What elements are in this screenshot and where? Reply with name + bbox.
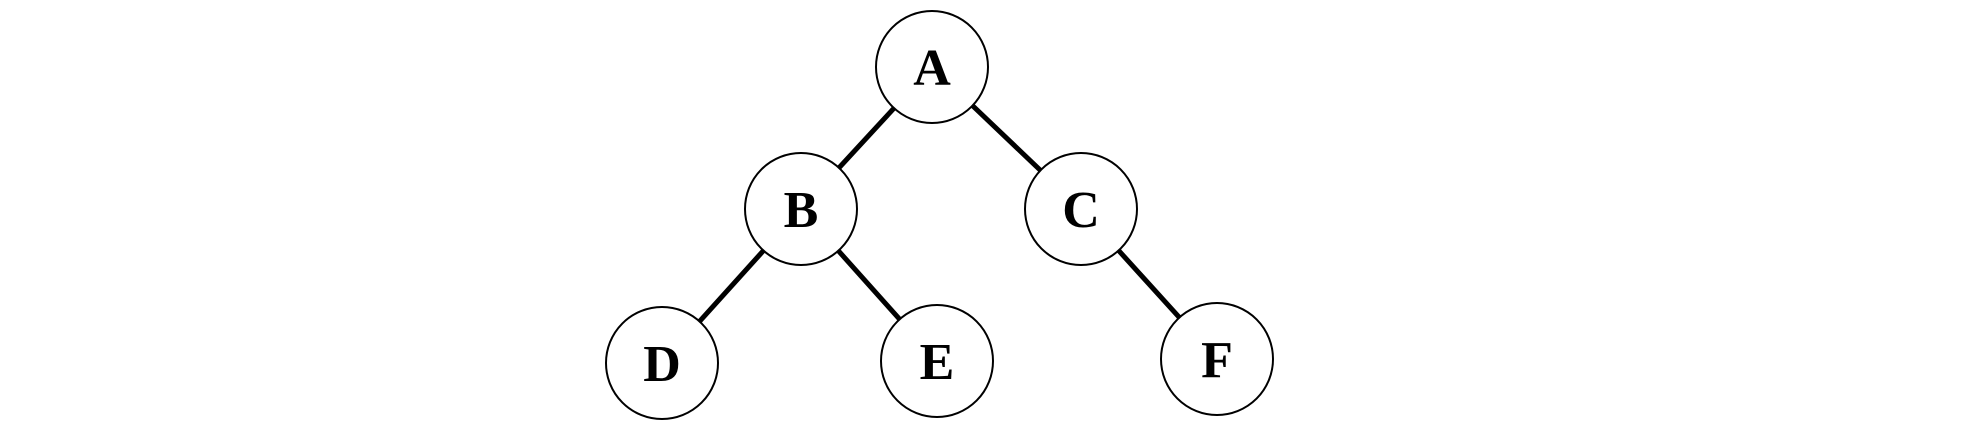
node-circle-A (875, 10, 989, 124)
tree-node-D: D (605, 306, 719, 420)
node-label-D: D (643, 336, 681, 393)
node-label-E: E (920, 334, 955, 391)
tree-node-C: C (1024, 152, 1138, 266)
node-label-B: B (784, 182, 819, 239)
node-label-F: F (1201, 332, 1233, 389)
node-circle-B (744, 152, 858, 266)
node-circle-C (1024, 152, 1138, 266)
node-label-A: A (913, 40, 951, 97)
tree-node-E: E (880, 304, 994, 418)
node-label-C: C (1062, 182, 1100, 239)
tree-node-A: A (875, 10, 989, 124)
tree-node-F: F (1160, 302, 1274, 416)
node-circle-D (605, 306, 719, 420)
tree-node-B: B (744, 152, 858, 266)
node-circle-E (880, 304, 994, 418)
node-circle-F (1160, 302, 1274, 416)
